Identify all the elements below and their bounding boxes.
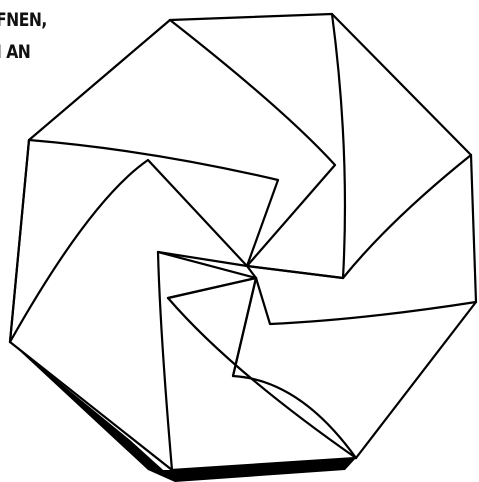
instruction-text: FNEN, I AN — [0, 4, 47, 68]
instruction-line-1: FNEN, — [0, 4, 47, 36]
instruction-line-2: I AN — [0, 36, 47, 68]
